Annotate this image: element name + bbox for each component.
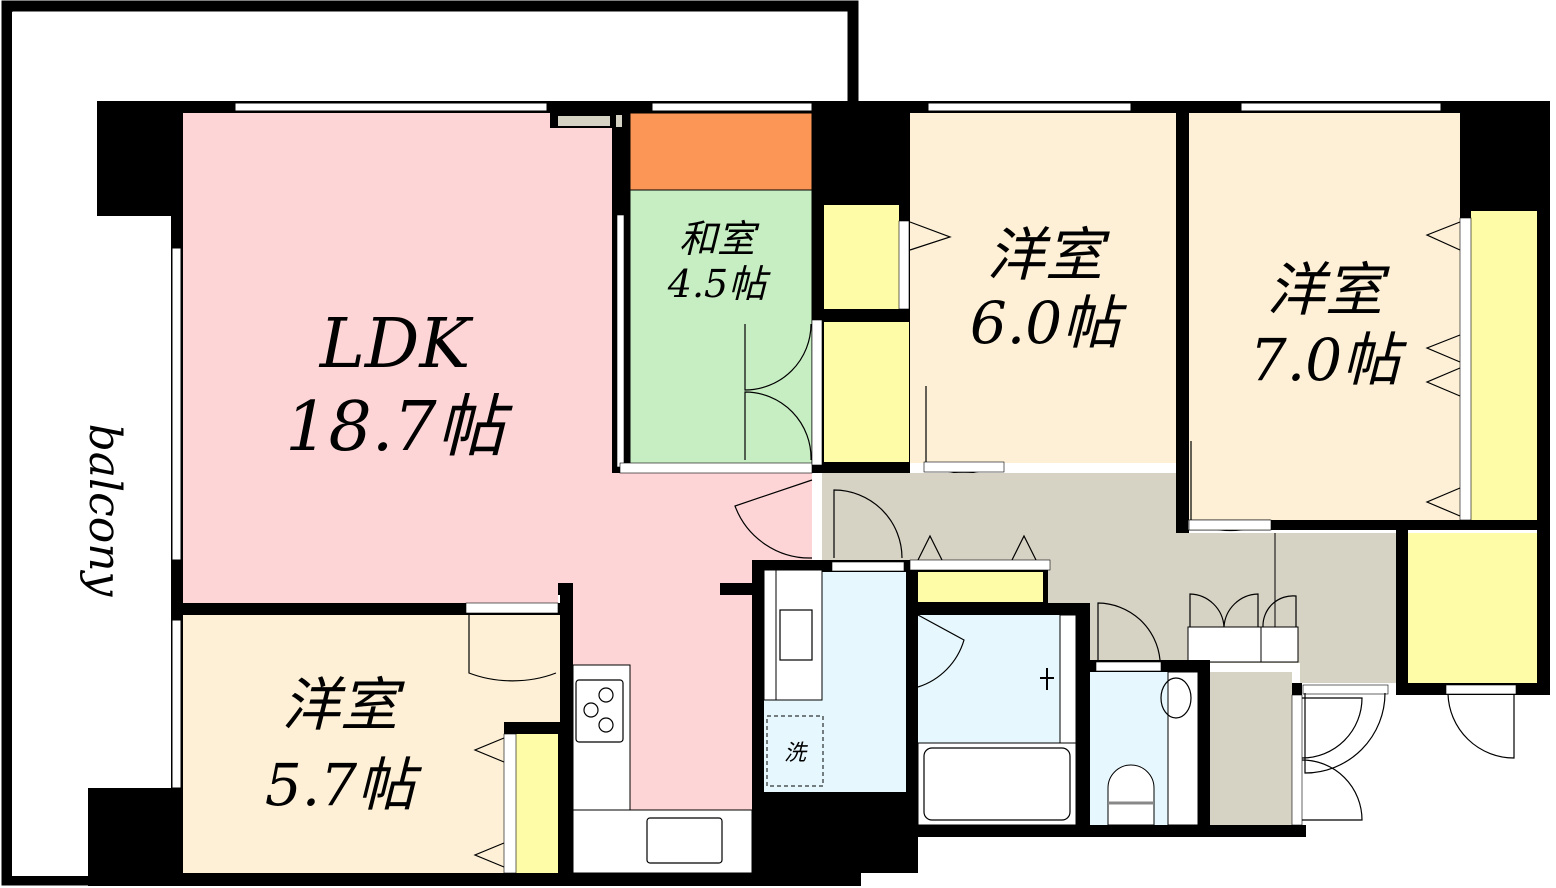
wash-room xyxy=(752,560,918,873)
room-yoshitsu-6 xyxy=(909,113,1189,533)
room-yoshitsu-7 xyxy=(1187,113,1539,532)
bath xyxy=(906,559,1306,837)
yoshitsu-6-size: 6.0帖 xyxy=(970,289,1127,357)
ldk-name: LDK xyxy=(318,305,475,384)
entrance-doors xyxy=(1291,692,1515,826)
hall xyxy=(734,473,1550,695)
yoshitsu-6-name: 洋室 xyxy=(987,221,1110,289)
stove-burner-icon xyxy=(598,687,614,703)
washitsu-size: 4.5帖 xyxy=(667,262,771,306)
yoshitsu-5-size: 5.7帖 xyxy=(265,751,422,819)
yoshitsu-5-name: 洋室 xyxy=(282,671,405,739)
yoshitsu-7-size: 7.0帖 xyxy=(1250,326,1407,394)
toilet-icon xyxy=(1107,764,1155,826)
washitsu-name: 和室 xyxy=(679,217,760,261)
room-yoshitsu-5 xyxy=(183,602,572,874)
windows xyxy=(171,102,1442,789)
washer-label: 洗 xyxy=(784,741,808,766)
washbasin-icon xyxy=(1160,677,1192,719)
room-ldk xyxy=(183,112,812,810)
ldk-size: 18.7帖 xyxy=(285,388,513,467)
sink-icon xyxy=(646,817,723,864)
room-washitsu xyxy=(619,112,813,474)
yoshitsu-7-name: 洋室 xyxy=(1267,256,1390,324)
faucet-icon xyxy=(1040,668,1054,690)
closets-mid xyxy=(811,200,910,473)
balcony-label: balcony xyxy=(79,424,130,598)
